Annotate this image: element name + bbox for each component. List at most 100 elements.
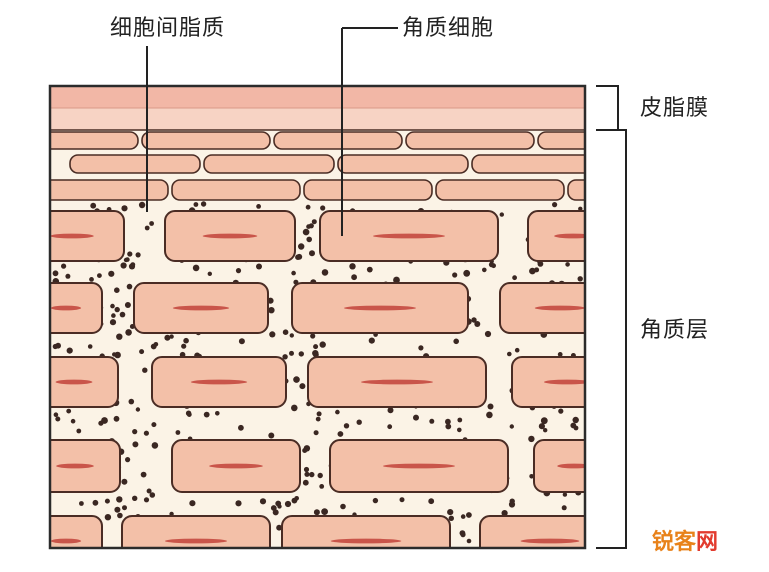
lipid-dot bbox=[305, 204, 311, 210]
lipid-dot bbox=[289, 333, 294, 338]
flattened-corneocyte bbox=[405, 131, 535, 150]
flattened-corneocyte bbox=[303, 179, 433, 201]
lipid-dot bbox=[558, 408, 564, 414]
lipid-dot bbox=[562, 492, 568, 497]
lipid-dot bbox=[561, 505, 567, 511]
lipid-dot bbox=[335, 409, 340, 415]
lipid-dot bbox=[66, 408, 72, 414]
lipid-dot bbox=[121, 205, 128, 212]
lipid-dot bbox=[132, 495, 138, 501]
lipid-dot bbox=[313, 509, 320, 516]
lipid-dot bbox=[399, 497, 405, 503]
lipid-dot bbox=[306, 224, 311, 229]
lipid-dot bbox=[289, 350, 294, 356]
lipid-dot bbox=[557, 352, 563, 357]
lipid-dot bbox=[366, 266, 373, 273]
lipid-dot bbox=[125, 457, 131, 463]
lipid-dot bbox=[482, 267, 487, 273]
lipid-dot bbox=[351, 274, 357, 281]
corneocyte-nucleus bbox=[50, 538, 82, 544]
lipid-dot bbox=[452, 272, 458, 278]
lipid-dot bbox=[235, 500, 242, 507]
lipid-dot bbox=[140, 471, 147, 478]
corneocyte bbox=[281, 515, 451, 548]
lipid-dot bbox=[144, 225, 150, 231]
corneocyte-label: 角质细胞 bbox=[402, 16, 495, 41]
lipid-dot bbox=[55, 416, 61, 422]
lipid-dot bbox=[193, 202, 199, 207]
diagram-frame bbox=[48, 84, 587, 550]
lipid-dot bbox=[298, 351, 304, 357]
corneocyte-nucleus bbox=[557, 463, 585, 469]
lipid-dot bbox=[543, 428, 548, 433]
corneocyte-nucleus bbox=[190, 379, 248, 385]
watermark-part1: 锐客 bbox=[652, 530, 697, 555]
corneocyte-nucleus bbox=[56, 463, 94, 469]
lipid-dot bbox=[128, 398, 135, 405]
lipid-dot bbox=[110, 303, 115, 309]
flattened-corneocyte bbox=[141, 131, 271, 150]
lipid-dot bbox=[70, 418, 76, 424]
lipid-dot bbox=[114, 306, 120, 313]
sebum-film-bottom bbox=[50, 108, 585, 130]
flattened-corneocyte bbox=[567, 179, 585, 201]
corneocyte-nucleus bbox=[543, 379, 585, 385]
flattened-corneocyte bbox=[69, 154, 201, 174]
lipid-dot bbox=[487, 403, 494, 410]
corneocyte-nucleus bbox=[361, 379, 433, 385]
lipid-dot bbox=[87, 344, 93, 349]
lipid-dot bbox=[310, 333, 316, 339]
lipid-dot bbox=[512, 275, 517, 281]
corneocyte-nucleus bbox=[330, 538, 402, 544]
lipid-dot bbox=[349, 263, 356, 270]
lipid-dot bbox=[293, 376, 300, 383]
lipid-dot bbox=[135, 407, 141, 412]
lipid-dot bbox=[128, 263, 136, 270]
lipid-dot bbox=[76, 428, 82, 434]
site-watermark: 锐客网 bbox=[652, 524, 718, 556]
watermark-part2: 网 bbox=[696, 530, 719, 555]
lipid-dot bbox=[235, 268, 242, 274]
lipid-dot bbox=[534, 267, 540, 273]
lipid-dot bbox=[499, 212, 504, 217]
lipid-dot bbox=[114, 287, 120, 294]
lipid-dot bbox=[528, 435, 535, 443]
lipid-dot bbox=[356, 419, 362, 425]
corneocyte-nucleus bbox=[164, 538, 228, 544]
lipid-dot bbox=[570, 422, 577, 429]
lipid-dot bbox=[315, 416, 321, 422]
lipid-dot bbox=[114, 506, 121, 513]
lipid-dot bbox=[189, 500, 196, 507]
lipid-dot bbox=[466, 512, 472, 518]
lipid-dot bbox=[372, 497, 379, 504]
lipid-dot bbox=[507, 351, 512, 357]
lipid-dot bbox=[298, 243, 305, 250]
lipid-dot bbox=[578, 206, 583, 211]
lipid-dot bbox=[317, 472, 323, 479]
lipid-dot bbox=[149, 492, 156, 498]
lipid-dot bbox=[321, 269, 329, 276]
corneocyte-nucleus bbox=[383, 463, 455, 469]
lipid-dot bbox=[302, 228, 310, 236]
lipid-dot bbox=[368, 337, 375, 344]
lipid-dot bbox=[104, 498, 110, 504]
lipid-dot bbox=[484, 330, 492, 338]
corneocyte-nucleus bbox=[50, 305, 82, 311]
lipid-dot bbox=[215, 411, 220, 416]
lipid-dot bbox=[537, 261, 544, 267]
lipid-dot bbox=[445, 418, 451, 425]
lipid-dot bbox=[109, 319, 117, 326]
lipid-dot bbox=[164, 334, 171, 341]
lipid-dot bbox=[113, 415, 120, 422]
lipid-dot bbox=[116, 333, 123, 340]
lipid-dot bbox=[474, 321, 481, 327]
lipid-dot bbox=[207, 271, 212, 276]
lipid-dot bbox=[125, 329, 132, 336]
lipid-dot bbox=[276, 524, 282, 531]
lipid-dot bbox=[104, 514, 112, 521]
lipid-dot bbox=[387, 424, 393, 430]
lipid-dot bbox=[445, 423, 452, 430]
lipid-dot bbox=[471, 317, 477, 323]
flattened-corneocyte bbox=[50, 131, 139, 150]
lipid-dot bbox=[120, 262, 127, 269]
